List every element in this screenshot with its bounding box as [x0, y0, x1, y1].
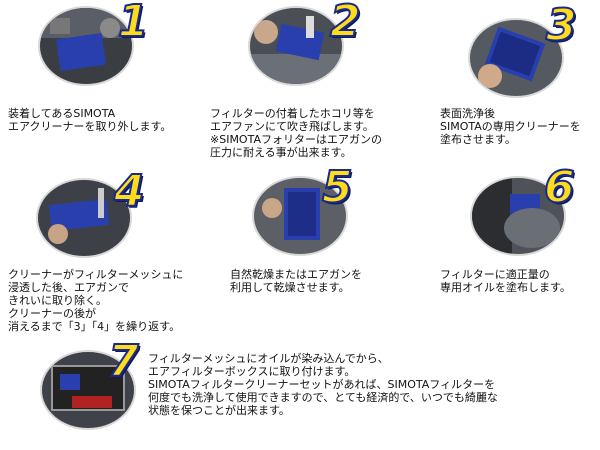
- step-6-caption: フィルターに適正量の 専用オイルを塗布します。: [440, 268, 571, 294]
- step-5-number: 5: [321, 162, 354, 213]
- step-6-number: 6: [543, 162, 576, 213]
- caption-line: エアフィルターボックスに取り付けます。: [148, 365, 356, 378]
- caption-line: 利用して乾燥させます。: [230, 281, 350, 294]
- step-4-number: 4: [113, 166, 146, 217]
- step-4-caption: クリーナーがフィルターメッシュに 浸透した後、エアガンで きれいに取り除く。 ク…: [8, 268, 183, 333]
- step-3-number: 3: [545, 0, 578, 51]
- caption-line: 塗布させます。: [440, 133, 516, 146]
- step-5-caption: 自然乾燥またはエアガンを 利用して乾燥させます。: [230, 268, 362, 294]
- caption-line: フィルターに適正量の: [440, 268, 550, 281]
- step-3-caption: 表面洗浄後 SIMOTAの専用クリーナーを 塗布させます。: [440, 107, 581, 146]
- caption-line: 表面洗浄後: [440, 107, 495, 120]
- step-2-caption: フィルターの付着したホコリ等を エアファンにて吹き飛ばします。 ※SIMOTAフ…: [210, 107, 382, 159]
- caption-line: クリーナーの後が: [8, 307, 96, 320]
- caption-line: 圧力に耐える事が出来ます。: [210, 146, 352, 159]
- caption-line: 装着してあるSIMOTA: [8, 107, 116, 120]
- step-4-photo: [36, 178, 132, 258]
- caption-line: ※SIMOTAフォリターはエアガンの: [210, 133, 382, 146]
- caption-line: クリーナーがフィルターメッシュに: [8, 268, 184, 281]
- caption-line: 何度でも洗浄して使用できますので、とても経済的で、いつでも綺麗な: [148, 391, 498, 404]
- caption-line: エアクリーナーを取り外します。: [8, 120, 172, 133]
- caption-line: SIMOTAフィルタークリーナーセットがあれば、SIMOTAフィルターを: [148, 378, 496, 391]
- caption-line: SIMOTAの専用クリーナーを: [440, 120, 581, 133]
- step-1-photo: [38, 6, 134, 86]
- caption-line: 自然乾燥またはエアガンを: [230, 268, 362, 281]
- step-7-number: 7: [107, 336, 140, 387]
- caption-line: フィルターメッシュにオイルが染み込んでから、: [148, 352, 389, 365]
- step-7-caption: フィルターメッシュにオイルが染み込んでから、 エアフィルターボックスに取り付けま…: [148, 352, 498, 417]
- caption-line: 浸透した後、エアガンで: [8, 281, 129, 294]
- caption-line: きれいに取り除く。: [8, 294, 107, 307]
- step-7-photo: [40, 350, 136, 430]
- step-2-photo: [248, 6, 344, 86]
- caption-line: エアファンにて吹き飛ばします。: [210, 120, 374, 133]
- step-1-number: 1: [117, 0, 150, 47]
- caption-line: フィルターの付着したホコリ等を: [210, 107, 375, 120]
- caption-line: 消えるまで「3」「4」を繰り返す。: [8, 320, 181, 333]
- step-1-caption: 装着してあるSIMOTA エアクリーナーを取り外します。: [8, 107, 171, 133]
- caption-line: 状態を保つことが出来ます。: [148, 404, 290, 417]
- step-3-photo: [468, 18, 564, 98]
- step-6-photo: [470, 176, 566, 256]
- step-2-number: 2: [329, 0, 362, 47]
- caption-line: 専用オイルを塗布します。: [440, 281, 571, 294]
- step-5-photo: [252, 176, 348, 256]
